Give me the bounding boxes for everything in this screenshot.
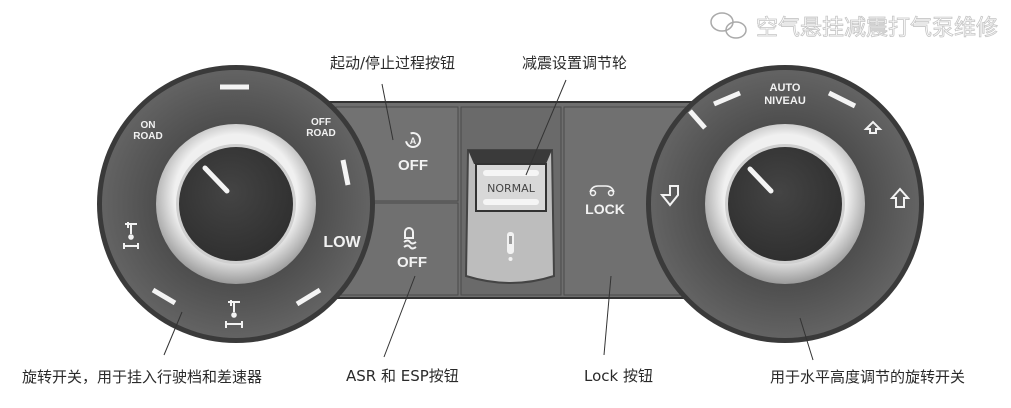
start-stop-off-label: OFF	[398, 157, 428, 174]
label-rotary-left: 旋转开关，用于挂入行驶档和差速器	[22, 368, 262, 386]
start-stop-symbol: A	[410, 136, 417, 146]
4wd-diff-lock-icon	[225, 300, 243, 328]
off-road-label-2: ROAD	[306, 128, 335, 139]
car-lock-icon	[589, 185, 615, 197]
on-road-label-2: ROAD	[133, 131, 162, 142]
lock-label: LOCK	[585, 201, 625, 217]
on-road-label-1: ON	[141, 120, 156, 131]
wechat-icon	[710, 12, 747, 39]
off-road-label-1: OFF	[311, 117, 331, 128]
suspension-icon	[507, 232, 514, 261]
low-label: LOW	[323, 234, 361, 251]
4wd-icon	[123, 222, 139, 249]
knob-indicator	[747, 166, 774, 194]
lock-button[interactable]: LOCK	[585, 185, 625, 217]
label-damper: 减震设置调节轮	[522, 54, 627, 72]
damper-value: NORMAL	[487, 182, 536, 195]
damper-roller-wheel[interactable]: NORMAL	[464, 149, 556, 284]
skid-car-icon	[403, 227, 417, 250]
watermark-text: 空气悬挂减震打气泵维修	[756, 16, 998, 41]
auto-label-1: AUTO	[770, 82, 801, 94]
label-asr-esp: ASR 和 ESP按钮	[346, 367, 459, 385]
label-lock: Lock 按钮	[584, 367, 653, 385]
knob-indicator	[202, 165, 230, 194]
lower-arrow-icon	[659, 185, 679, 207]
start-stop-button[interactable]: A OFF	[398, 131, 428, 174]
raise-arrow-icon	[889, 187, 911, 208]
esp-off-label: OFF	[397, 254, 427, 271]
drive-mode-rotary-switch[interactable]: ON ROAD OFF ROAD LOW	[97, 65, 375, 343]
label-rotary-right: 用于水平高度调节的旋转开关	[770, 368, 965, 386]
position-marks	[688, 90, 857, 130]
raise-small-arrow-icon	[863, 120, 883, 134]
ride-height-rotary-switch[interactable]: AUTO NIVEAU	[646, 65, 924, 343]
position-marks	[151, 84, 351, 307]
label-start-stop: 起动/停止过程按钮	[330, 54, 455, 72]
watermark: 空气悬挂减震打气泵维修	[710, 12, 998, 41]
auto-start-stop-icon	[405, 132, 421, 148]
leader-lines	[163, 79, 814, 361]
asr-esp-button[interactable]: OFF	[397, 227, 427, 271]
auto-label-2: NIVEAU	[764, 95, 806, 107]
